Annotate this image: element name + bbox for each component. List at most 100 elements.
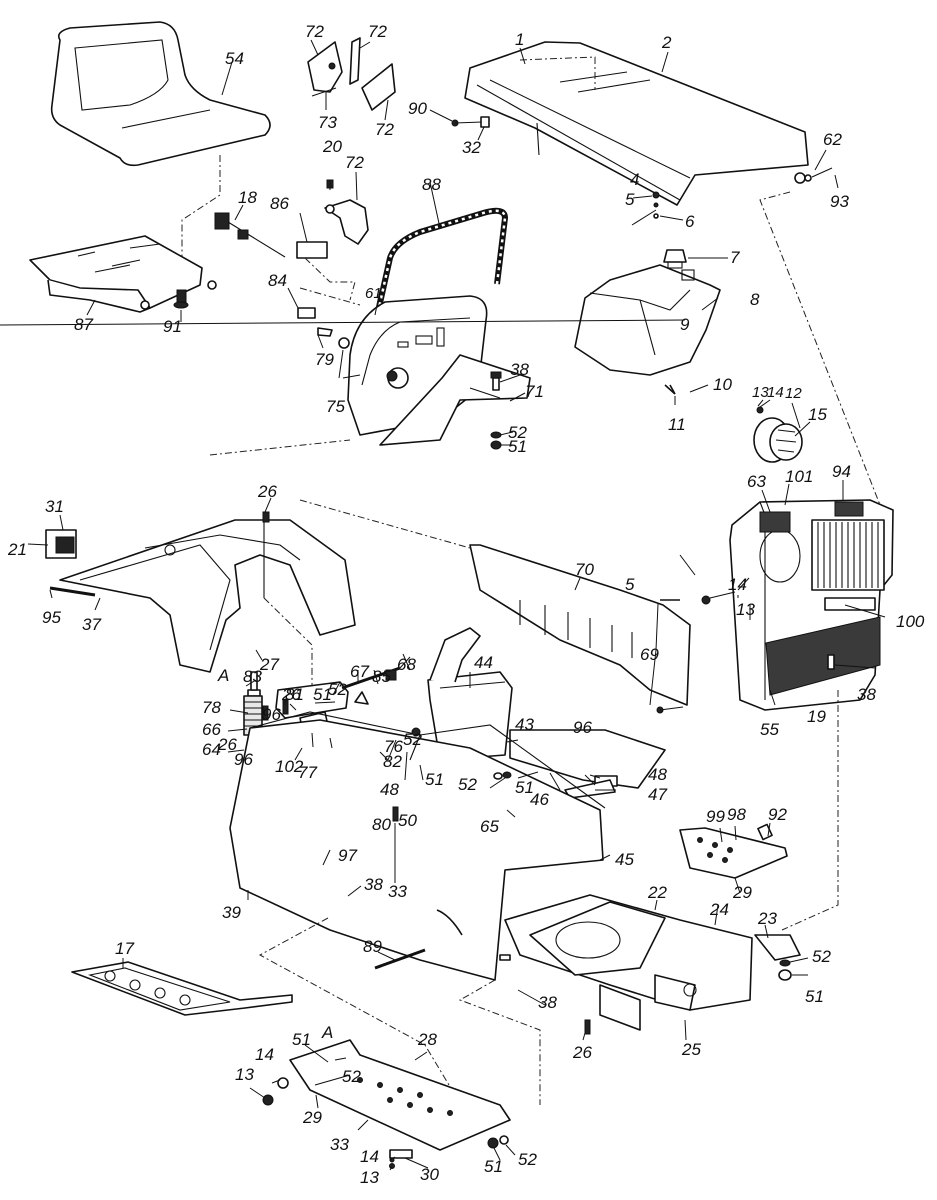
callout-46: 46 (530, 790, 549, 809)
callout-22: 22 (647, 883, 667, 902)
console-mount-line (299, 257, 361, 306)
callout-68: 68 (397, 655, 416, 674)
callout-29: 29 (732, 883, 752, 902)
callout-5-b: 5 (625, 575, 635, 594)
callout-1: 1 (515, 30, 524, 49)
callout-87: 87 (74, 315, 93, 334)
callout-79: 79 (315, 350, 334, 369)
callout-52-f: 52 (342, 1067, 361, 1086)
ref-a-upper: A (217, 666, 229, 685)
battery (427, 627, 513, 761)
callout-97: 97 (338, 846, 357, 865)
callout-70: 70 (575, 560, 594, 579)
ignition-key (317, 327, 333, 337)
callout-17: 17 (115, 939, 134, 958)
callout-72-d: 72 (375, 120, 394, 139)
key-bezel (338, 337, 350, 349)
hood-hardware (451, 116, 833, 226)
fuel-cap (663, 249, 687, 269)
callout-95: 95 (42, 608, 61, 627)
callout-labels: 1 2 4 5 6 7 8 9 10 11 12 13 14 15 17 18 … (7, 22, 925, 1187)
dash-trim-strip (375, 207, 508, 313)
callout-77: 77 (298, 763, 317, 782)
callout-2: 2 (661, 33, 672, 52)
frame-mount-line (258, 917, 456, 1096)
callout-8: 8 (750, 290, 760, 309)
frame (229, 711, 801, 1031)
callout-86: 86 (270, 194, 289, 213)
callout-13-d: 13 (360, 1168, 379, 1187)
callout-19: 19 (807, 707, 826, 726)
callout-80: 80 (372, 815, 391, 834)
callout-6: 6 (685, 212, 695, 231)
callout-13-b: 13 (736, 600, 755, 619)
callout-92: 92 (768, 805, 787, 824)
callout-76: 76 (384, 737, 403, 756)
callout-102: 102 (275, 757, 304, 776)
callout-52-d: 52 (458, 775, 477, 794)
callout-26-b: 26 (281, 685, 301, 704)
callout-23: 23 (757, 909, 777, 928)
callout-96-b: 96 (262, 705, 281, 724)
callout-90: 90 (408, 99, 427, 118)
callout-38: 38 (510, 360, 529, 379)
callout-81: 81 (285, 685, 304, 704)
callout-96: 96 (234, 750, 253, 769)
callout-73: 73 (318, 113, 337, 132)
callout-20: 20 (322, 137, 342, 156)
footrest-left (71, 961, 293, 1016)
callout-88: 88 (422, 175, 441, 194)
callout-51-f: 51 (292, 1030, 311, 1049)
callout-9: 9 (680, 315, 690, 334)
callout-51-e: 51 (805, 987, 824, 1006)
ref-a-lower: A (321, 1023, 333, 1042)
callout-15: 15 (808, 405, 827, 424)
callout-50: 50 (398, 811, 417, 830)
callout-11: 11 (668, 415, 686, 434)
callout-51: 51 (508, 437, 527, 456)
callout-29-b: 29 (302, 1108, 322, 1127)
seat-mount-line (181, 155, 221, 290)
callout-94: 94 (832, 462, 851, 481)
callout-63: 63 (747, 472, 766, 491)
grille-mount-line (781, 690, 839, 931)
callout-65: 65 (480, 817, 499, 836)
leader-lines (0, 39, 886, 1171)
rod (374, 948, 426, 970)
grille-housing (729, 499, 894, 711)
callout-99: 99 (706, 807, 725, 826)
callout-98: 98 (727, 805, 746, 824)
callout-52-c: 52 (403, 730, 422, 749)
callout-48-b: 48 (648, 765, 667, 784)
callout-61: 61 (365, 285, 382, 302)
callout-69: 69 (640, 645, 659, 664)
choke-cable (214, 212, 286, 258)
fender (27, 511, 356, 673)
callout-14-c: 14 (255, 1045, 274, 1064)
battery-tray (509, 729, 666, 799)
callout-72-c: 72 (368, 22, 387, 41)
frame-hardware (262, 705, 792, 1035)
callout-71: 71 (525, 382, 544, 401)
callout-27: 27 (259, 655, 279, 674)
callout-51-c: 51 (425, 770, 444, 789)
callout-24: 24 (709, 900, 729, 919)
frame-mount-line-2 (458, 979, 541, 1105)
callout-91: 91 (163, 317, 182, 336)
callout-21: 21 (7, 540, 27, 559)
callout-33-b: 33 (330, 1135, 349, 1154)
callout-52-b: 52 (328, 680, 347, 699)
callout-10: 10 (713, 375, 732, 394)
callout-52-e: 52 (812, 947, 831, 966)
callout-26-c: 26 (217, 735, 237, 754)
callout-67: 67 (350, 662, 369, 681)
callout-89: 89 (363, 937, 382, 956)
dash-mount-line (209, 439, 351, 456)
callout-93: 93 (830, 192, 849, 211)
callout-33: 33 (388, 882, 407, 901)
callout-66: 66 (202, 720, 221, 739)
callout-44: 44 (474, 653, 493, 672)
callout-26-d: 26 (572, 1043, 592, 1062)
callout-4: 4 (630, 170, 639, 189)
